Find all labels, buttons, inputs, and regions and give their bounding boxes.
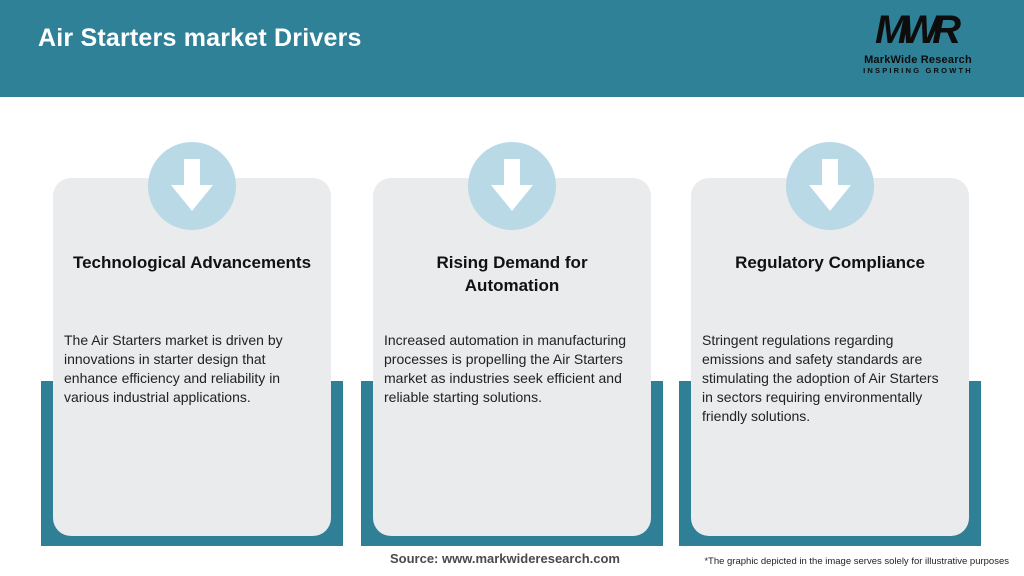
arrow-down-icon bbox=[491, 159, 533, 211]
markwide-logo: MWR MarkWide Research INSPIRING GROWTH bbox=[838, 6, 998, 76]
logo-monogram: MWR bbox=[875, 8, 961, 52]
card-title: Regulatory Compliance bbox=[735, 253, 925, 272]
driver-column-regulatory-compliance: Regulatory Compliance Stringent regulati… bbox=[679, 142, 981, 546]
page-title: Air Starters market Drivers bbox=[38, 24, 362, 52]
card-body: Increased automation in manufacturing pr… bbox=[384, 332, 627, 405]
source-text: Source: www.markwideresearch.com bbox=[389, 551, 620, 566]
arrow-down-icon bbox=[809, 159, 851, 211]
card-title: Rising Demand for Automation bbox=[436, 253, 588, 295]
driver-card: Technological Advancements The Air Start… bbox=[53, 178, 331, 536]
arrow-circle bbox=[786, 142, 874, 230]
arrow-circle bbox=[148, 142, 236, 230]
card-body: Stringent regulations regarding emission… bbox=[702, 332, 939, 424]
logo-tagline: INSPIRING GROWTH bbox=[863, 66, 973, 75]
driver-card: Regulatory Compliance Stringent regulati… bbox=[691, 178, 969, 536]
card-title: Technological Advancements bbox=[72, 253, 312, 272]
driver-column-rising-demand-for-automation: Rising Demand for Automation Increased a… bbox=[361, 142, 663, 546]
arrow-down-icon bbox=[171, 159, 213, 211]
disclaimer-text: *The graphic depicted in the image serve… bbox=[704, 556, 1009, 567]
arrow-circle bbox=[468, 142, 556, 230]
logo-name: MarkWide Research bbox=[864, 54, 972, 66]
card-body: The Air Starters market is driven by inn… bbox=[64, 332, 283, 405]
driver-column-technological-advancements: Technological Advancements The Air Start… bbox=[41, 142, 343, 546]
driver-card: Rising Demand for Automation Increased a… bbox=[373, 178, 651, 536]
header-bar: Air Starters market Drivers MWR MarkWide… bbox=[0, 0, 1024, 97]
